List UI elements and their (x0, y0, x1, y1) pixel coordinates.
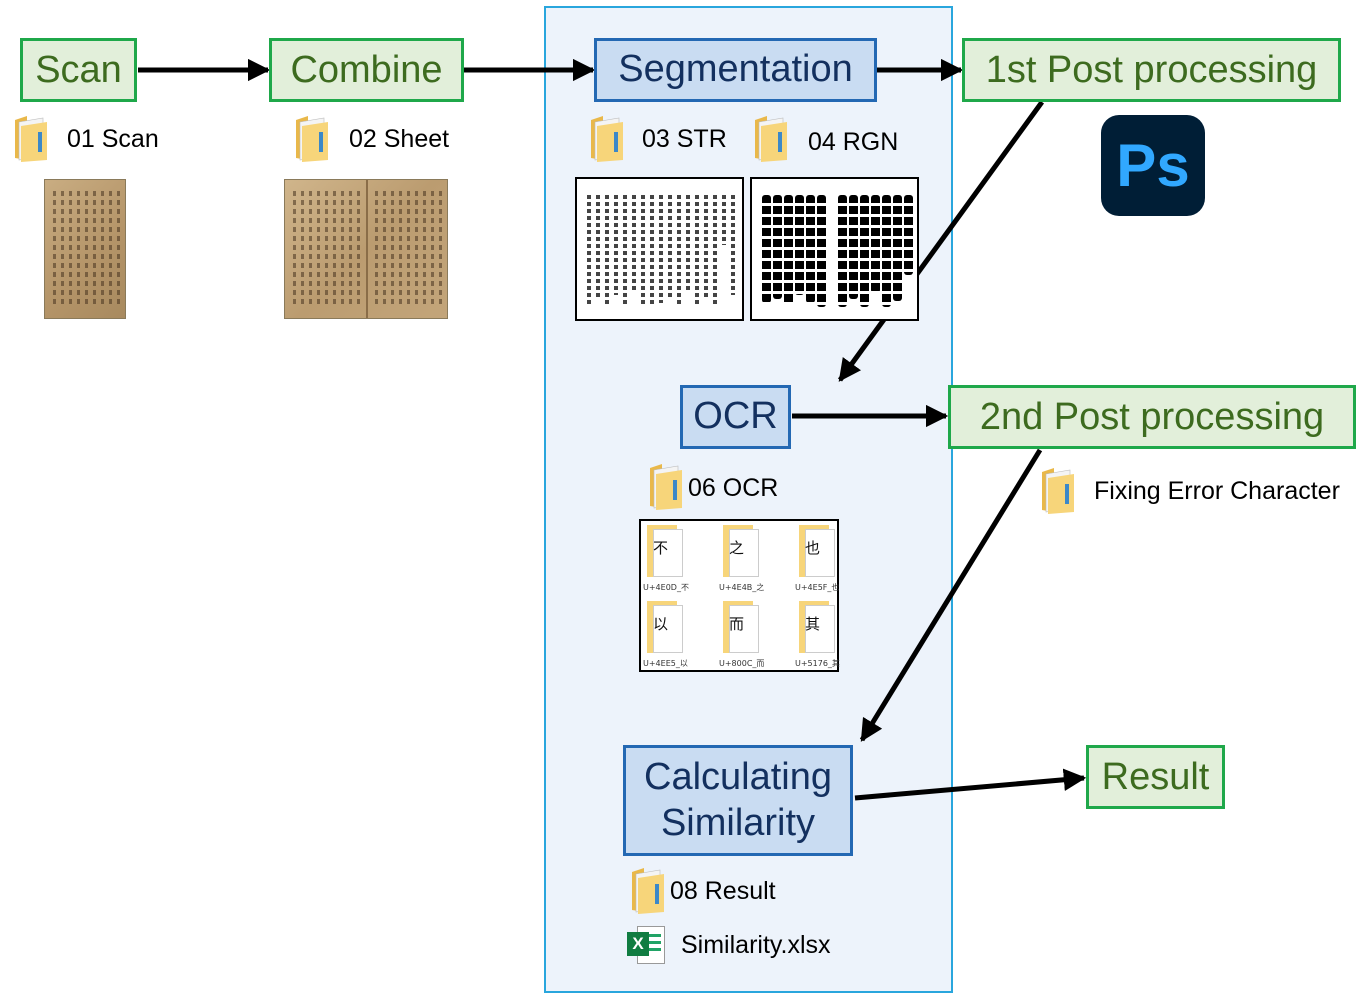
str-text-image (575, 177, 744, 321)
photoshop-logo-text: Ps (1116, 132, 1190, 199)
ocr-label: OCR (693, 395, 778, 438)
ocr-tile-glyph: 而 (729, 615, 745, 633)
ocr-tile: 也 U+4E5F_也 (795, 523, 865, 593)
calc-label-line1: Calculating (644, 755, 832, 798)
post2-label: 2nd Post processing (979, 395, 1325, 438)
folder-label-sheet: 02 Sheet (349, 125, 450, 153)
scan-box: Scan (20, 38, 137, 102)
folder-icon (1042, 468, 1074, 514)
scan-page-image (44, 179, 126, 319)
rgn-region-image (750, 177, 919, 321)
combine-label: Combine (290, 48, 443, 91)
ocr-tile: 以 U+4EE5_以 (643, 599, 713, 669)
folder-icon (296, 116, 328, 162)
folder-icon (755, 116, 787, 162)
segmentation-box: Segmentation (594, 38, 877, 102)
arrow-calc-result (854, 768, 1087, 801)
ocr-tile-label: U+4E4B_之 (719, 583, 765, 592)
ocr-tile-label: U+4E5F_也 (795, 583, 840, 592)
segmentation-label: Segmentation (618, 48, 853, 91)
ocr-tile-label: U+800C_而 (719, 659, 765, 668)
ocr-character-folders: 不 U+4E0D_不 之 U+4E4B_之 也 U+4E5F_也 以 U+4EE… (639, 519, 840, 672)
calc-label-line2: Similarity (660, 801, 816, 844)
folder-label-fixing: Fixing Error Character (1094, 477, 1340, 505)
excel-letter: X (627, 932, 649, 956)
folder-label-str: 03 STR (642, 125, 727, 153)
ocr-tile-glyph: 也 (805, 539, 821, 557)
folder-icon (650, 464, 682, 510)
folder-label-result: 08 Result (670, 877, 776, 905)
ocr-tile: 其 U+5176_其 (795, 599, 865, 669)
post2-box: 2nd Post processing (948, 385, 1356, 449)
ocr-tile-label: U+4EE5_以 (643, 659, 688, 668)
folder-icon (15, 116, 47, 162)
excel-icon: X (627, 924, 667, 966)
post1-box: 1st Post processing (962, 38, 1341, 102)
folder-label-ocr: 06 OCR (688, 474, 779, 502)
result-box: Result (1086, 745, 1225, 809)
arrow-post2-calc (859, 448, 1043, 742)
ocr-tile-glyph: 其 (805, 615, 821, 633)
folder-label-rgn: 04 RGN (808, 128, 899, 156)
folder-label-scan: 01 Scan (67, 125, 159, 153)
photoshop-icon: Ps (1101, 115, 1205, 216)
combined-sheet-image (284, 179, 448, 319)
scan-label: Scan (35, 48, 122, 91)
file-label-similarity: Similarity.xlsx (681, 931, 831, 959)
folder-icon (591, 116, 623, 162)
ocr-tile: 不 U+4E0D_不 (643, 523, 713, 593)
ocr-tile-label: U+4E0D_不 (643, 583, 689, 592)
result-label: Result (1101, 755, 1210, 798)
calc-similarity-box: Calculating Similarity (623, 745, 853, 856)
ocr-tile-glyph: 之 (729, 539, 745, 557)
post1-label: 1st Post processing (985, 48, 1318, 91)
ocr-tile: 之 U+4E4B_之 (719, 523, 789, 593)
ocr-tile-label: U+5176_其 (795, 659, 840, 668)
ocr-box: OCR (680, 385, 791, 449)
ocr-tile-glyph: 以 (653, 615, 669, 633)
ocr-tile: 而 U+800C_而 (719, 599, 789, 669)
combine-box: Combine (269, 38, 464, 102)
ocr-tile-glyph: 不 (653, 539, 669, 557)
folder-icon (632, 868, 664, 914)
arrow-post1-ocr (837, 100, 1045, 382)
